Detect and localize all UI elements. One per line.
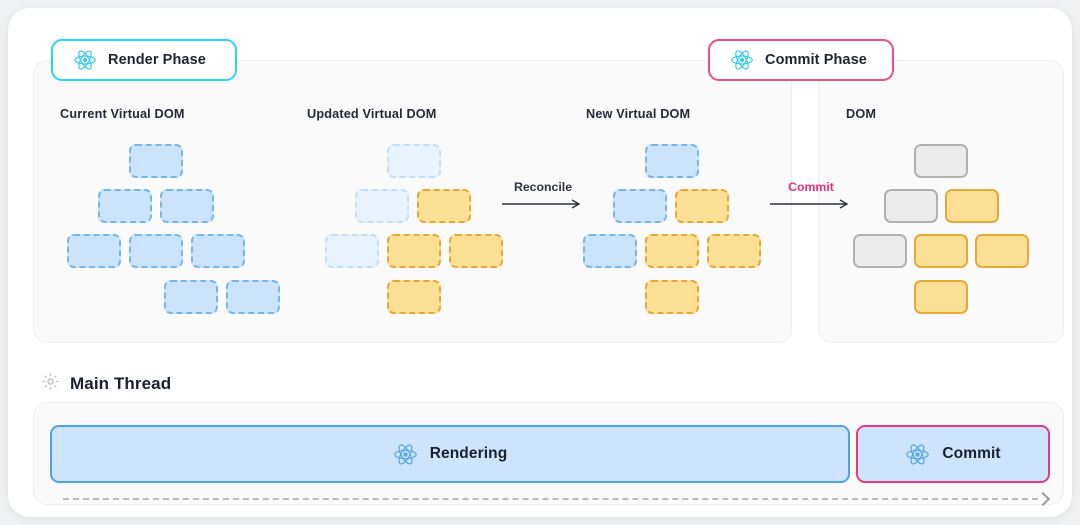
arrow-right-icon bbox=[502, 199, 581, 209]
column-title-new-virtual-dom: New Virtual DOM bbox=[586, 107, 691, 121]
render-phase-badge[interactable]: Render Phase bbox=[51, 39, 237, 81]
tree-node bbox=[675, 189, 729, 223]
rendering-bar[interactable]: Rendering bbox=[50, 425, 850, 483]
tree-node bbox=[449, 234, 503, 268]
column-title-dom: DOM bbox=[846, 107, 877, 121]
commit-phase-badge-label: Commit Phase bbox=[765, 52, 867, 68]
render-phase-badge-label: Render Phase bbox=[108, 52, 206, 68]
tree-node bbox=[355, 189, 409, 223]
commit-arrow: Commit bbox=[770, 178, 852, 210]
column-title-current-virtual-dom: Current Virtual DOM bbox=[60, 107, 185, 121]
tree-node bbox=[129, 234, 183, 268]
tree-node bbox=[160, 189, 214, 223]
tree-node bbox=[914, 234, 968, 268]
tree-node bbox=[129, 144, 183, 178]
tree-node bbox=[914, 144, 968, 178]
main-thread-title: Main Thread bbox=[70, 374, 172, 393]
tree-node bbox=[645, 234, 699, 268]
tree-node bbox=[945, 189, 999, 223]
tree-node bbox=[325, 234, 379, 268]
tree-node bbox=[884, 189, 938, 223]
tree-node bbox=[914, 280, 968, 314]
reconcile-arrow: Reconcile bbox=[502, 178, 584, 210]
tree-node bbox=[387, 234, 441, 268]
tree-node bbox=[67, 234, 121, 268]
commit-bar[interactable]: Commit bbox=[856, 425, 1050, 483]
tree-node bbox=[613, 189, 667, 223]
tree-node bbox=[707, 234, 761, 268]
main-thread-header: Main Thread bbox=[41, 372, 171, 396]
tree-node bbox=[98, 189, 152, 223]
tree-node bbox=[583, 234, 637, 268]
tree-node bbox=[417, 189, 471, 223]
rendering-bar-label: Rendering bbox=[429, 445, 508, 462]
reconcile-arrow-label: Reconcile bbox=[513, 180, 573, 194]
diagram-card: Render Phase Commit Phase Current Virtua… bbox=[8, 8, 1072, 517]
commit-phase-badge[interactable]: Commit Phase bbox=[708, 39, 894, 81]
tree-node bbox=[387, 280, 441, 314]
tree-node bbox=[191, 234, 245, 268]
react-atom-icon bbox=[73, 48, 97, 72]
tree-node bbox=[226, 280, 280, 314]
column-title-updated-virtual-dom: Updated Virtual DOM bbox=[307, 107, 437, 121]
commit-bar-label: Commit bbox=[942, 445, 1001, 462]
timeline-axis bbox=[63, 491, 1051, 507]
main-thread-panel: Rendering Commit bbox=[33, 402, 1064, 505]
tree-node bbox=[645, 280, 699, 314]
tree-node bbox=[975, 234, 1029, 268]
tree-node bbox=[853, 234, 907, 268]
gear-icon bbox=[41, 372, 60, 396]
react-atom-icon bbox=[905, 442, 930, 467]
tree-node bbox=[164, 280, 218, 314]
arrow-right-icon bbox=[770, 199, 849, 209]
commit-arrow-label: Commit bbox=[788, 180, 834, 194]
react-atom-icon bbox=[393, 442, 418, 467]
react-atom-icon bbox=[730, 48, 754, 72]
tree-node bbox=[645, 144, 699, 178]
tree-node bbox=[387, 144, 441, 178]
